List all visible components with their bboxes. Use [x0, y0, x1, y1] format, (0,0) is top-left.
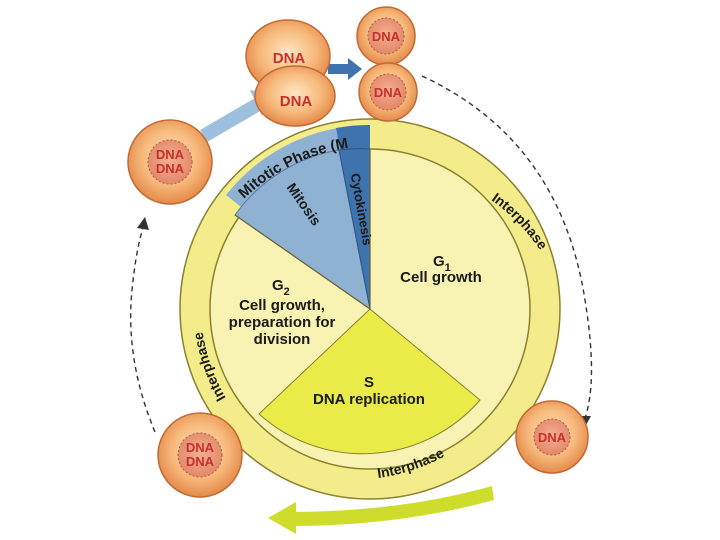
blue-arrow-body — [200, 98, 262, 142]
g2-desc-3: division — [254, 331, 311, 348]
cytokinesis-wedge — [338, 148, 371, 310]
s-desc: DNA replication — [313, 391, 425, 408]
cell-left-replicated: DNA DNA — [127, 119, 213, 205]
dark-blue-arrow-body — [328, 64, 350, 74]
green-arrow-head — [268, 502, 296, 534]
s-title: S — [364, 374, 374, 391]
divider-m-g2 — [234, 214, 371, 310]
s-phase-wedge — [258, 308, 481, 455]
cell-right-single: DNA — [515, 400, 589, 474]
g2-desc-1: Cell growth, — [239, 297, 325, 314]
right-cell-dna: DNA — [538, 430, 567, 445]
daughter-bottom-dna: DNA — [374, 85, 403, 100]
dividing-cell: DNA DNA — [245, 19, 336, 127]
dark-blue-arrow-head — [348, 58, 362, 80]
green-arrow-body — [288, 486, 494, 526]
daughter-top-dna: DNA — [372, 29, 401, 44]
left-cell-dna-2: DNA — [156, 161, 185, 176]
g2-desc-2: preparation for — [229, 314, 336, 331]
dashed-arrow-left-head — [137, 217, 149, 230]
g1-title: G1 — [433, 253, 451, 274]
dividing-cell-dna-top: DNA — [273, 50, 306, 67]
bottom-left-cell-dna-2: DNA — [186, 454, 215, 469]
bottom-left-cell-dna-1: DNA — [186, 440, 215, 455]
dashed-arrow-right — [421, 75, 593, 419]
dashed-arrow-left — [130, 227, 156, 433]
daughter-cell-top: DNA — [356, 6, 416, 66]
daughter-cell-bottom: DNA — [358, 62, 418, 122]
g1-desc: Cell growth — [400, 269, 482, 286]
mitosis-wedge — [234, 149, 371, 311]
cell-bottom-left-replicated: DNA DNA — [157, 412, 243, 498]
dividing-cell-dna-bottom: DNA — [280, 93, 313, 110]
left-cell-dna-1: DNA — [156, 147, 185, 162]
g2-title: G2 — [272, 277, 290, 298]
